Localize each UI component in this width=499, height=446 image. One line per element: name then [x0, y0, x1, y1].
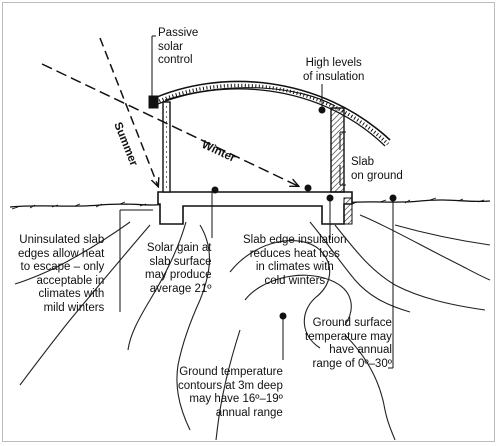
house-walls [162, 101, 345, 193]
leader-lines [119, 35, 397, 369]
summer-label: Summer [111, 121, 140, 169]
slab-edge-insulation-label: Slab edge insulation reduces heat loss i… [243, 234, 347, 287]
high-insulation-label: High levels of insulation [303, 57, 365, 83]
winter-label: Winter [200, 139, 238, 165]
ground-contours-label: Ground temperature contours at 3m deep m… [178, 366, 283, 419]
slab-on-ground [157, 191, 353, 225]
ground-surface-temperature-label: Ground surface temperature may have annu… [305, 317, 392, 370]
slab-on-ground-label: Slab on ground [351, 156, 403, 182]
wall-insulation [330, 107, 345, 193]
summer-ray [99, 37, 158, 186]
ground-temperature-contours [14, 214, 491, 441]
passive-solar-control-label: Passive solar control [158, 27, 199, 66]
roof [148, 80, 391, 147]
slab-edge-insulation [343, 197, 353, 225]
solar-gain-label: Solar gain at slab surface may produce a… [145, 242, 212, 295]
uninsulated-edges-label: Uninsulated slab edges allow heat to esc… [18, 234, 105, 314]
figure-border [2, 2, 495, 442]
